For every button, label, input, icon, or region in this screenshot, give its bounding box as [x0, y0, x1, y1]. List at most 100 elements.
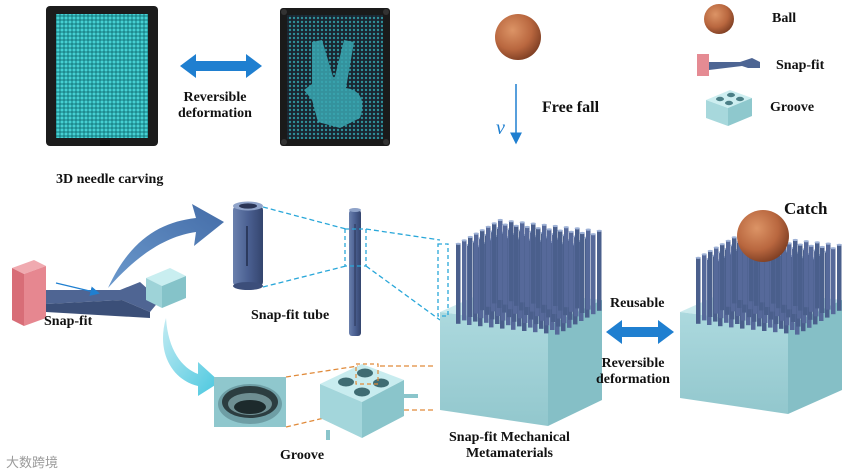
- array-tube-cap: [535, 227, 541, 230]
- reusable-arrow: [606, 320, 674, 344]
- array-tube: [815, 242, 820, 309]
- watermark: 大数跨境: [6, 455, 59, 470]
- array-tube-cap: [491, 222, 497, 225]
- array-tube-cap: [731, 236, 737, 239]
- tube-zoom-lines: [262, 206, 347, 288]
- array-tube-cap: [461, 239, 467, 242]
- array-tube: [749, 235, 754, 302]
- pin-art-flat: [46, 6, 158, 146]
- array-tube-cap: [497, 218, 503, 222]
- array-zoom-lines: [365, 228, 441, 321]
- array-tube-cap: [524, 225, 530, 229]
- snapfit-tube-slim: [344, 208, 367, 336]
- array-tube: [837, 244, 842, 311]
- legend-ball-label: Ball: [772, 11, 797, 26]
- array-tube: [708, 251, 713, 317]
- array-tube-cap: [819, 245, 825, 249]
- array-tube: [809, 245, 814, 312]
- array-tube: [743, 238, 748, 305]
- array-tube: [586, 229, 591, 310]
- array-tube: [498, 220, 503, 300]
- array-tube-cap: [803, 240, 809, 243]
- array-tube-cap: [455, 242, 461, 245]
- array-tube-cap: [568, 230, 574, 233]
- array-tube-cap: [485, 225, 491, 228]
- snapfit-label: Snap-fit: [44, 314, 93, 329]
- array-tube: [575, 228, 580, 309]
- array-tube: [558, 230, 563, 311]
- array-tube-cap: [552, 224, 558, 228]
- array-tube-cap: [830, 247, 836, 250]
- legend-groove-icon: [706, 90, 752, 126]
- array-tube-cap: [546, 228, 552, 231]
- array-tube: [702, 254, 707, 321]
- snapfit-tube-large: [233, 201, 263, 290]
- array-tube: [591, 234, 596, 315]
- array-tube-cap: [695, 256, 701, 259]
- array-tube: [480, 230, 485, 311]
- legend-snapfit-icon: [697, 54, 760, 76]
- array-tube: [525, 227, 530, 307]
- array-tube-cap: [814, 241, 820, 244]
- array-tube: [696, 257, 701, 324]
- array-tube-cap: [825, 242, 831, 245]
- array-tube-cap: [701, 253, 707, 256]
- array-tube: [492, 223, 497, 304]
- array-tube: [564, 227, 569, 308]
- reversible-deformation-top-label: Reversible deformation: [178, 90, 252, 121]
- array-tube: [760, 236, 765, 303]
- metamaterial-block-catch: [680, 210, 842, 414]
- groove-block: [320, 363, 418, 440]
- array-tube: [831, 248, 836, 315]
- array-tube-cap: [519, 221, 525, 224]
- array-tube: [597, 230, 602, 311]
- array-tube-cap: [707, 249, 713, 253]
- array-tube: [771, 237, 776, 304]
- array-tube-cap: [797, 243, 803, 246]
- array-tube: [580, 233, 585, 313]
- array-tube: [542, 224, 547, 305]
- pin-art-hand: [280, 8, 390, 146]
- array-tube: [820, 247, 825, 313]
- array-tube: [732, 237, 737, 304]
- array-tube-cap: [713, 246, 719, 249]
- array-tube: [514, 225, 519, 306]
- array-tube-cap: [479, 229, 485, 232]
- array-tube: [536, 228, 541, 309]
- array-tube: [468, 237, 473, 317]
- array-tube: [782, 238, 787, 305]
- velocity-symbol: v: [496, 117, 505, 139]
- array-tube: [726, 240, 731, 307]
- array-tube: [798, 244, 803, 311]
- array-tube-cap: [579, 231, 585, 235]
- free-fall-label: Free fall: [542, 99, 600, 116]
- array-tube-cap: [563, 226, 569, 229]
- array-tube: [474, 233, 479, 314]
- array-tube-cap: [574, 227, 580, 230]
- reversible-deformation-bottom-label: Reversible deformation: [596, 356, 670, 387]
- array-tube: [503, 224, 508, 305]
- legend-ball-icon: [704, 4, 734, 34]
- array-tube: [553, 226, 558, 306]
- array-tube-cap: [725, 239, 731, 242]
- reusable-label: Reusable: [610, 296, 665, 311]
- snapfit-tube-label: Snap-fit tube: [251, 308, 330, 323]
- array-tube-cap: [719, 243, 725, 246]
- caught-ball: [737, 210, 789, 262]
- array-tube: [787, 243, 792, 310]
- array-tube: [462, 240, 467, 321]
- metamaterial-block: [437, 218, 602, 426]
- array-tube-cap: [467, 235, 473, 239]
- array-tube: [793, 240, 798, 306]
- array-tube: [720, 244, 725, 311]
- array-tube: [754, 239, 759, 306]
- array-tube-cap: [808, 244, 814, 247]
- needle-carving-label: 3D needle carving: [56, 172, 164, 187]
- array-tube: [826, 243, 831, 310]
- array-tube-cap: [557, 229, 563, 232]
- array-tube: [569, 231, 574, 312]
- array-tube: [776, 242, 781, 309]
- array-tube-cap: [502, 223, 508, 226]
- curved-arrow-to-groove: [162, 318, 220, 396]
